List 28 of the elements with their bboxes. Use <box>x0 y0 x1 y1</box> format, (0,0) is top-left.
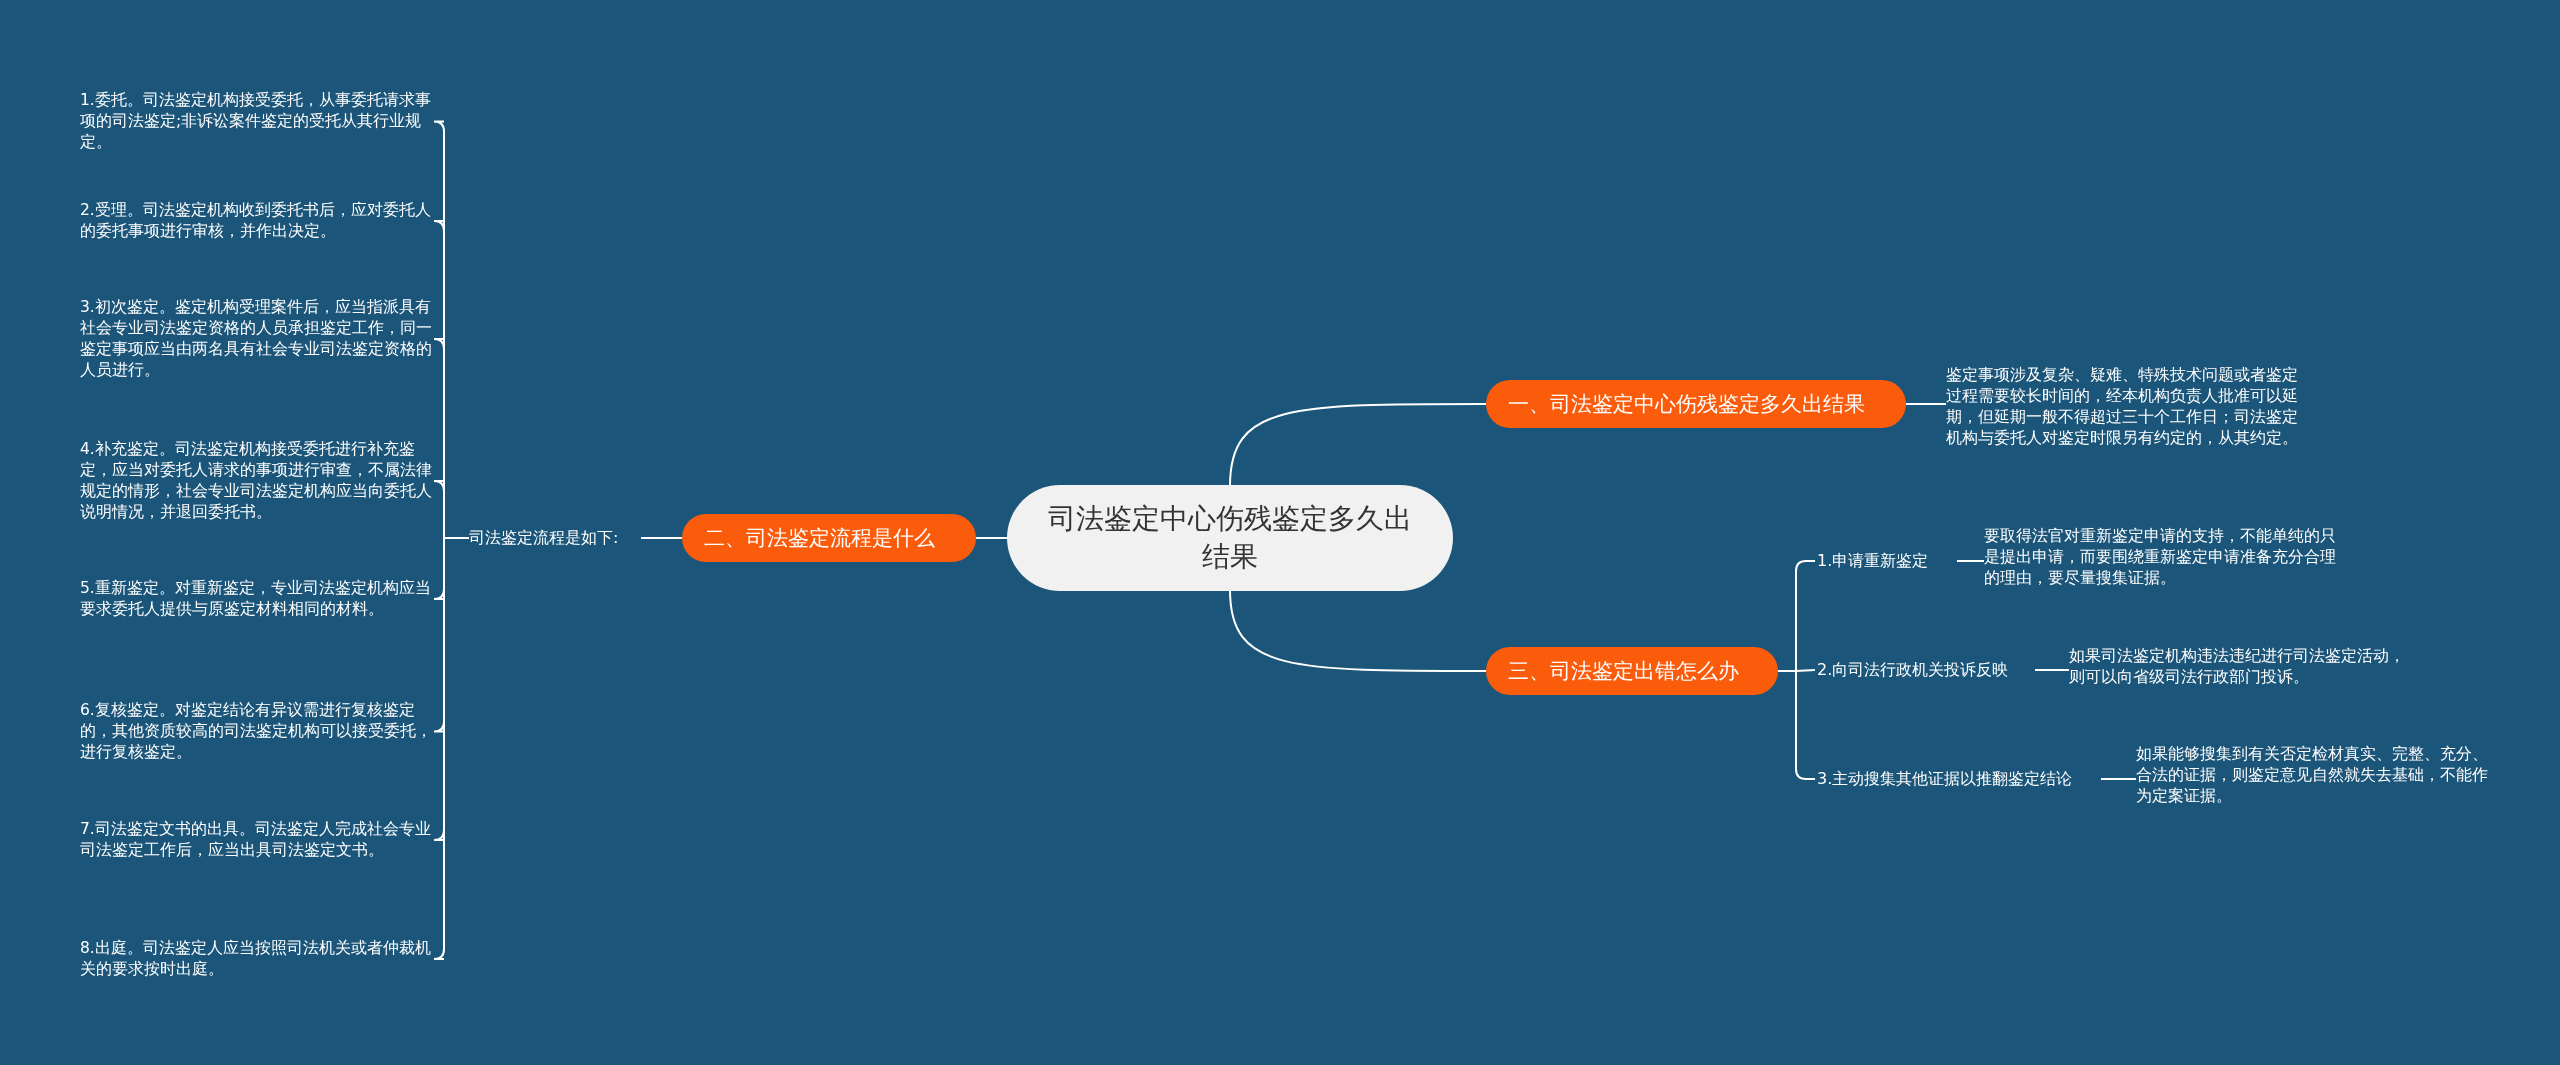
note-text: 7.司法鉴定文书的出具。司法鉴定人完成社会专业司法鉴定工作后，应当出具司法鉴定文书。 <box>80 819 442 861</box>
note-text: 如果能够搜集到有关否定检材真实、完整、充分、合法的证据，则鉴定意见自然就失去基础，不能作为定案证据。 <box>2136 744 2488 807</box>
note-text: 6.复核鉴定。对鉴定结论有异议需进行复核鉴定的，其他资质较高的司法鉴定机构可以接受委托，进行复核鉴定。 <box>80 700 442 763</box>
subtopic-text: 2.向司法行政机关投诉反映 <box>1817 659 2035 681</box>
note-text: 如果司法鉴定机构违法违纪进行司法鉴定活动，则可以向省级司法行政部门投诉。 <box>2069 646 2419 688</box>
central-topic: 司法鉴定中心伤残鉴定多久出结果 <box>1007 485 1453 591</box>
note-text: 8.出庭。司法鉴定人应当按照司法机关或者仲裁机关的要求按时出庭。 <box>80 938 442 980</box>
branch-topic: 二、司法鉴定流程是什么 <box>682 514 976 562</box>
connector <box>2100 778 2137 780</box>
connector <box>2034 669 2070 671</box>
note-text: 鉴定事项涉及复杂、疑难、特殊技术问题或者鉴定过程需要较长时间的，经本机构负责人批准可以延期，但延期一般不得超过三十个工作日；司法鉴定机构与委托人对鉴定时限另有约定的，从其约定。 <box>1946 365 2298 449</box>
connector <box>1229 403 1487 487</box>
subtopic-text: 1.申请重新鉴定 <box>1817 550 1957 572</box>
note-text: 5.重新鉴定。对重新鉴定，专业司法鉴定机构应当要求委托人提供与原鉴定材料相同的材料。 <box>80 578 442 620</box>
branch-topic: 一、司法鉴定中心伤残鉴定多久出结果 <box>1486 380 1906 428</box>
connector <box>1229 589 1487 672</box>
note-text: 要取得法官对重新鉴定申请的支持，不能单纯的只是提出申请，而要围绕重新鉴定申请准备充分合理的理由，要尽量搜集证据。 <box>1984 526 2336 589</box>
subtopic-text: 司法鉴定流程是如下: <box>469 527 641 549</box>
note-text: 3.初次鉴定。鉴定机构受理案件后，应当指派具有社会专业司法鉴定资格的人员承担鉴定工作，同一鉴定事项应当由两名具有社会专业司法鉴定资格的人员进行。 <box>80 297 442 381</box>
connector <box>640 537 683 539</box>
connector <box>975 537 1008 539</box>
note-text: 2.受理。司法鉴定机构收到委托书后，应对委托人的委托事项进行审核，并作出决定。 <box>80 200 442 242</box>
note-text: 1.委托。司法鉴定机构接受委托，从事委托请求事项的司法鉴定;非诉讼案件鉴定的受托从其行业规定。 <box>80 90 442 153</box>
subtopic-text: 3.主动搜集其他证据以推翻鉴定结论 <box>1817 768 2101 790</box>
note-text: 4.补充鉴定。司法鉴定机构接受委托进行补充鉴定，应当对委托人请求的事项进行审查，不属法律规定的情形，社会专业司法鉴定机构应当向委托人说明情况，并退回委托书。 <box>80 439 442 523</box>
connector <box>1905 403 1947 405</box>
branch-topic: 三、司法鉴定出错怎么办 <box>1486 647 1778 695</box>
connector <box>1956 560 1985 562</box>
